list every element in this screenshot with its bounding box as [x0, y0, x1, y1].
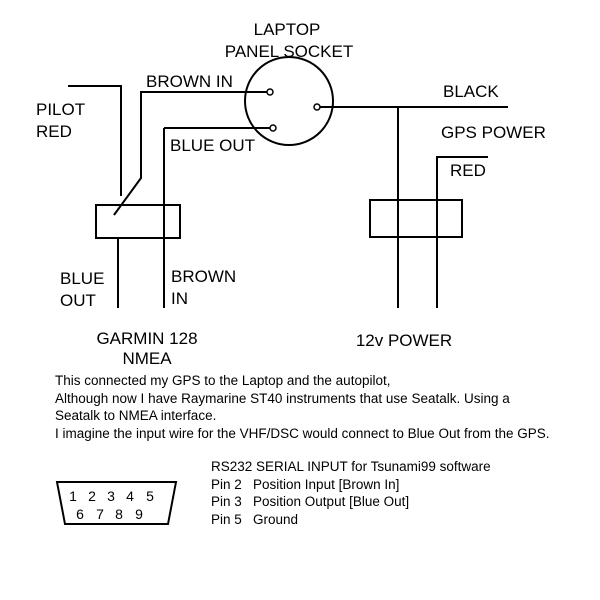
garmin-label: GARMIN 128 [96, 329, 197, 348]
gps-power-label: GPS POWER [441, 123, 546, 142]
panel-socket-label: PANEL SOCKET [225, 42, 353, 61]
in-bottom-label: IN [171, 289, 188, 308]
rs232-pin-list: RS232 SERIAL INPUT for Tsunami99 softwar… [211, 458, 491, 528]
pilot-red-label: RED [36, 122, 72, 141]
12v-power-label: 12v POWER [356, 331, 452, 350]
nmea-label: NMEA [122, 349, 172, 368]
pilot-label: PILOT [36, 100, 85, 119]
pilot-red-wire [68, 85, 122, 196]
rs232-pin-row: Pin 5 Ground [211, 511, 299, 527]
socket-pin-ground [313, 103, 321, 111]
db9-pin-7: 7 [96, 506, 104, 522]
db9-pin-6: 6 [76, 506, 84, 522]
out-bottom-label: OUT [60, 291, 96, 310]
note-line: I imagine the input wire for the VHF/DSC… [55, 425, 550, 441]
db9-pin-5: 5 [146, 488, 154, 504]
red-power-label: RED [450, 161, 486, 180]
black-label: BLACK [443, 82, 499, 101]
brown-in-label: BROWN IN [146, 72, 233, 91]
db9-pin-2: 2 [88, 488, 96, 504]
blue-out-label: BLUE OUT [170, 136, 255, 155]
db9-connector-outline [55, 481, 178, 525]
red-power-wire [436, 156, 488, 308]
garmin-connector-block [95, 204, 181, 239]
brown-in-wire-drop [113, 92, 142, 216]
laptop-label: LAPTOP [254, 20, 321, 39]
db9-pin-9: 9 [135, 506, 143, 522]
brown-bottom-label: BROWN [171, 267, 236, 286]
socket-pin-blue-out [269, 124, 277, 132]
blue-bottom-label: BLUE [60, 269, 104, 288]
notes-paragraph: This connected my GPS to the Laptop and … [55, 372, 555, 442]
rs232-title: RS232 SERIAL INPUT for Tsunami99 softwar… [211, 459, 491, 474]
db9-pin-3: 3 [107, 488, 115, 504]
db9-pin-8: 8 [115, 506, 123, 522]
note-line: This connected my GPS to the Laptop and … [55, 373, 391, 388]
note-line: Although now I have Raymarine ST40 instr… [55, 390, 510, 424]
rs232-pin-row: Pin 2 Position Input [Brown In] [211, 476, 400, 492]
power-connector-block [369, 199, 463, 238]
db9-pin-1: 1 [69, 488, 77, 504]
laptop-socket-circle [244, 56, 334, 146]
socket-pin-brown-in [266, 88, 274, 96]
db9-pin-4: 4 [126, 488, 134, 504]
rs232-pin-row: Pin 3 Position Output [Blue Out] [211, 494, 410, 509]
